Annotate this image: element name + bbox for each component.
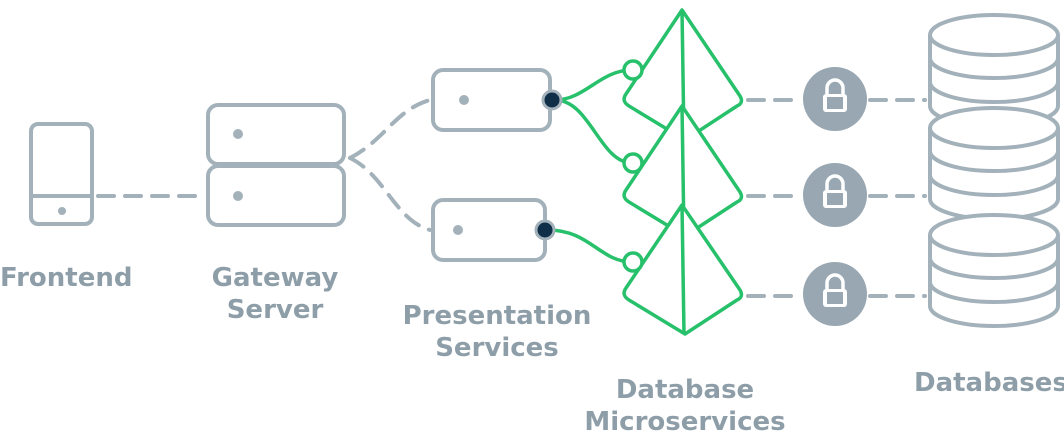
label-databases: Databases xyxy=(914,368,1064,398)
service-node-icon xyxy=(431,68,552,132)
label-presentation-services: Presentation Services xyxy=(402,301,592,363)
pyramid-icon xyxy=(622,203,744,336)
connector-gateway-presentation-top xyxy=(348,98,432,160)
port-dot-bottom xyxy=(534,219,556,241)
lock-icon xyxy=(803,262,867,326)
port-dot-top xyxy=(541,89,563,111)
label-gateway-server: Gateway Server xyxy=(211,263,339,325)
label-database-microservices: Database Microservices xyxy=(584,375,786,437)
dashed-connectors xyxy=(96,98,927,298)
connector-gateway-presentation-bottom xyxy=(348,156,432,232)
service-node-icon xyxy=(431,198,547,262)
lock-icon xyxy=(803,67,867,131)
database-cylinder-icon xyxy=(928,213,1060,328)
database-cylinder-icon xyxy=(928,106,1060,221)
lock-icon xyxy=(803,163,867,227)
server-stack-icon xyxy=(206,103,346,227)
smartphone-icon xyxy=(29,122,94,226)
database-cylinder-icon xyxy=(928,13,1060,128)
label-frontend: Frontend xyxy=(0,263,133,293)
